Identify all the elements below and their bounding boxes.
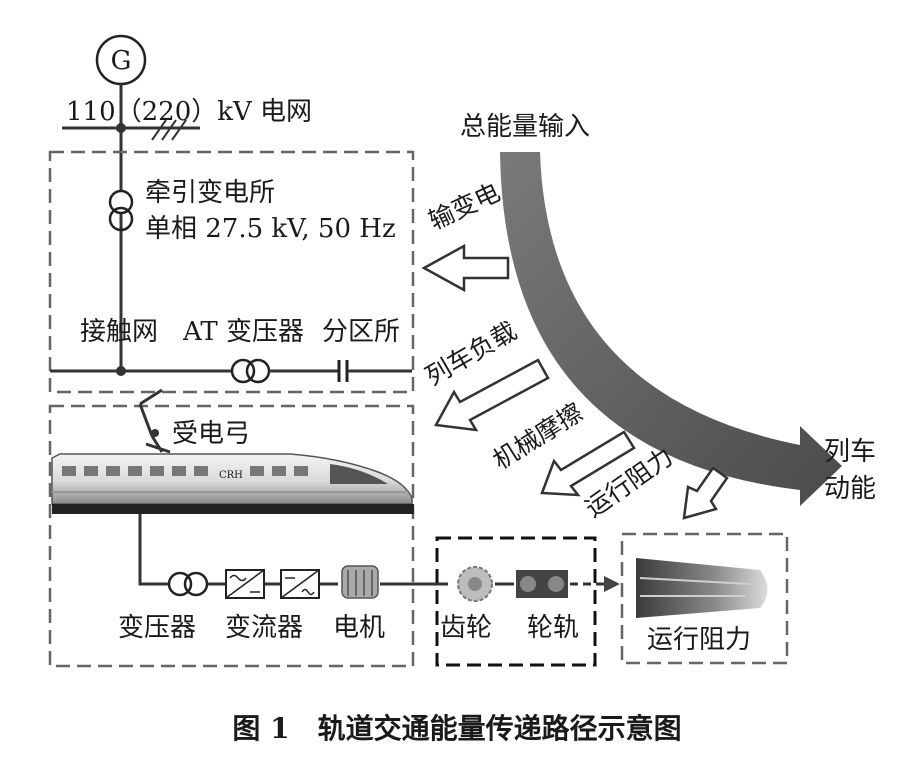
- at-transformer-label: AT 变压器: [182, 317, 304, 347]
- resistance-image: [636, 558, 768, 618]
- rail-label: 轮轨: [527, 613, 579, 643]
- wheel-rail-icon: [516, 570, 568, 598]
- drive-wire: [138, 514, 168, 586]
- total-energy-arc: [500, 152, 842, 506]
- transmission-label: 输变电: [424, 177, 504, 235]
- section-post-icon: [337, 360, 349, 382]
- train-image: CRH: [51, 453, 414, 514]
- rectifier-icon: [225, 569, 265, 599]
- train-logo: CRH: [219, 470, 243, 481]
- generator-symbol: G: [111, 46, 132, 76]
- energy-input-label: 总能量输入: [460, 112, 590, 142]
- converter-label: 变流器: [225, 613, 303, 643]
- resistance-label: 运行阻力: [647, 625, 751, 655]
- transformer-label: 变压器: [118, 613, 196, 643]
- pantograph-label: 受电弓: [172, 419, 250, 449]
- train-zone: [48, 404, 415, 668]
- train-load-arrow: [434, 358, 550, 432]
- substation-transformer-icon: [108, 189, 134, 232]
- mechanical-zone: [435, 536, 597, 667]
- inverter-icon: [280, 569, 320, 599]
- gear-icon: [457, 566, 493, 602]
- substation-name: 牵引变电所: [145, 178, 275, 208]
- transmission-loss-arrow: [421, 243, 510, 293]
- motor-icon: [341, 565, 379, 599]
- grid-busbar: [62, 119, 200, 141]
- traction-transformer-icon: [167, 571, 209, 597]
- mech-friction-arrow: [540, 430, 636, 497]
- motor-label: 电机: [333, 613, 385, 643]
- section-post-label: 分区所: [322, 317, 400, 347]
- energy-output-line2: 动能: [824, 474, 876, 504]
- figure-caption: 图 1 轨道交通能量传递路径示意图: [232, 712, 681, 745]
- arrow-to-resistance: [604, 576, 620, 592]
- pantograph-icon: [138, 388, 171, 454]
- grid-label: 110（220）kV 电网: [66, 97, 312, 127]
- substation-zone: [48, 150, 415, 394]
- run-resistance-arrow: [682, 466, 729, 520]
- energy-output-line1: 列车: [824, 437, 876, 467]
- generator: G: [95, 34, 147, 86]
- substation-spec: 单相 27.5 kV, 50 Hz: [145, 214, 396, 244]
- catenary-line: [50, 358, 412, 384]
- gear-label: 齿轮: [440, 613, 492, 643]
- contact-line-label: 接触网: [80, 317, 158, 347]
